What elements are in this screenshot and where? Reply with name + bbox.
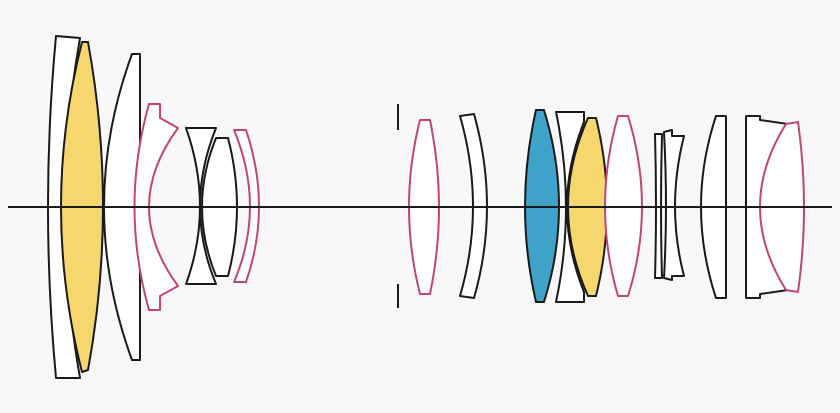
lens-element-4 <box>133 103 179 311</box>
lens-element-5 <box>185 127 217 285</box>
lens-element-11 <box>555 111 585 303</box>
lens-element-7 <box>233 129 260 283</box>
lens-element-15 <box>663 129 685 281</box>
